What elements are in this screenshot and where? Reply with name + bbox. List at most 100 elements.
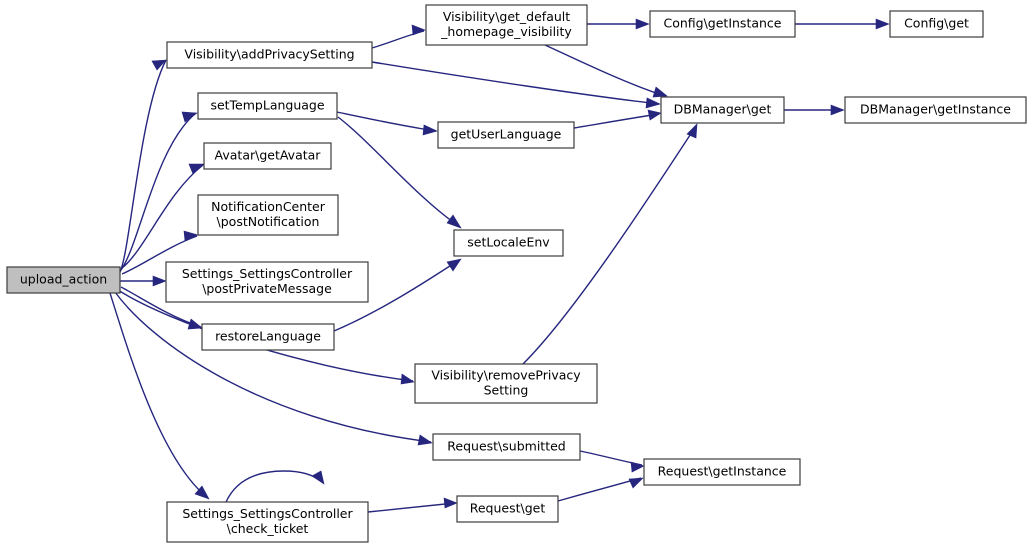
node-getuserlanguage[interactable]: getUserLanguage xyxy=(437,121,575,149)
node-setlocaleenv[interactable]: setLocaleEnv xyxy=(453,229,564,257)
edge-visibility_get_default_homepage_visibility-to-dbmanager_get xyxy=(544,44,668,98)
node-request_get[interactable]: Request\get xyxy=(456,495,559,523)
node-box[interactable] xyxy=(6,266,121,294)
node-label: Settings_SettingsController xyxy=(182,506,353,521)
node-request_submitted[interactable]: Request\submitted xyxy=(432,433,581,461)
node-box[interactable] xyxy=(889,10,984,38)
node-settings_postprivatemessage[interactable]: Settings_SettingsController\postPrivateM… xyxy=(165,261,369,303)
node-label: Config\get xyxy=(904,16,969,31)
edge-line xyxy=(337,116,461,228)
node-label: Visibility\addPrivacySetting xyxy=(184,47,354,62)
node-box[interactable] xyxy=(203,142,332,170)
edge-line xyxy=(371,61,660,105)
arrowhead-icon xyxy=(422,124,438,136)
node-box[interactable] xyxy=(166,41,373,69)
edge-line xyxy=(225,470,323,503)
edge-visibility_addprivacysetting-to-visibility_get_default_homepage_visibility xyxy=(371,24,426,49)
node-dbmanager_get[interactable]: DBManager\get xyxy=(660,96,785,124)
arrowhead-icon xyxy=(652,86,668,98)
node-label: \postNotification xyxy=(217,214,320,229)
node-label: getUserLanguage xyxy=(451,127,562,142)
edge-line xyxy=(119,59,167,273)
node-box[interactable] xyxy=(437,121,575,149)
node-config_get[interactable]: Config\get xyxy=(889,10,984,38)
node-visibility_get_default_homepage_visibility[interactable]: Visibility\get_default_homepage_visibili… xyxy=(425,4,588,46)
edge-line xyxy=(522,125,697,365)
edge-visibility_removeprivacysetting-to-dbmanager_get xyxy=(522,123,698,365)
node-label: setLocaleEnv xyxy=(467,235,550,250)
edge-dbmanager_get-to-dbmanager_getinstance xyxy=(784,104,845,116)
node-box[interactable] xyxy=(844,96,1027,124)
arrowhead-icon xyxy=(628,477,644,489)
arrowhead-icon xyxy=(417,434,433,446)
edge-visibility_addprivacysetting-to-dbmanager_get xyxy=(371,61,661,109)
edge-restorelanguage-to-setlocaleenv xyxy=(333,258,462,332)
edge-settemplanguage-to-setlocaleenv xyxy=(337,116,462,229)
edge-upload_action-to-settings_postprivatemessage xyxy=(120,275,167,287)
node-box[interactable] xyxy=(166,501,369,543)
edge-upload_action-to-notificationcenter_postnotification xyxy=(121,230,199,275)
arrowhead-icon xyxy=(152,275,167,287)
arrowhead-icon xyxy=(400,373,415,385)
edge-line xyxy=(333,259,460,332)
arrowhead-icon xyxy=(311,470,325,485)
arrowhead-icon xyxy=(183,230,199,242)
node-settings_check_ticket[interactable]: Settings_SettingsController\check_ticket xyxy=(166,501,369,543)
node-label: _homepage_visibility xyxy=(440,24,572,39)
node-restorelanguage[interactable]: restoreLanguage xyxy=(201,323,335,351)
node-box[interactable] xyxy=(197,92,338,120)
edge-settings_check_ticket-to-settings_check_ticket xyxy=(225,470,325,503)
node-label: Visibility\removePrivacy xyxy=(431,368,581,383)
edge-line xyxy=(367,502,456,513)
edge-line xyxy=(120,112,197,271)
edge-line xyxy=(573,113,660,129)
node-box[interactable] xyxy=(643,458,801,486)
node-avatar_getavatar[interactable]: Avatar\getAvatar xyxy=(203,142,332,170)
node-box[interactable] xyxy=(201,323,335,351)
node-box[interactable] xyxy=(456,495,559,523)
node-label: Config\getInstance xyxy=(663,16,781,31)
node-label: \check_ticket xyxy=(227,521,309,536)
arrowhead-icon xyxy=(830,104,845,116)
node-config_getinstance[interactable]: Config\getInstance xyxy=(649,10,796,38)
node-label: DBManager\getInstance xyxy=(860,102,1011,117)
node-label: restoreLanguage xyxy=(215,329,321,344)
arrowhead-icon xyxy=(446,258,462,272)
arrowhead-icon xyxy=(647,109,662,121)
edge-line xyxy=(114,291,432,443)
node-notificationcenter_postnotification[interactable]: NotificationCenter\postNotification xyxy=(197,194,339,236)
node-upload_action[interactable]: upload_action xyxy=(6,266,121,294)
edge-getuserlanguage-to-dbmanager_get xyxy=(573,109,662,129)
arrowhead-icon xyxy=(151,59,167,71)
edge-settemplanguage-to-getuserlanguage xyxy=(336,111,438,136)
node-box[interactable] xyxy=(453,229,564,257)
node-box[interactable] xyxy=(660,96,785,124)
arrowhead-icon xyxy=(686,123,698,139)
edge-settings_check_ticket-to-request_get xyxy=(367,497,458,513)
node-label: Avatar\getAvatar xyxy=(215,148,322,163)
edge-upload_action-to-request_submitted xyxy=(114,291,433,446)
node-request_getinstance[interactable]: Request\getInstance xyxy=(643,458,801,486)
node-box[interactable] xyxy=(197,194,339,236)
node-label: setTempLanguage xyxy=(210,98,324,113)
node-visibility_addprivacysetting[interactable]: Visibility\addPrivacySetting xyxy=(166,41,373,69)
edge-upload_action-to-settings_check_ticket xyxy=(109,292,210,500)
node-box[interactable] xyxy=(165,261,369,303)
node-label: NotificationCenter xyxy=(211,199,326,214)
edge-upload_action-to-visibility_addprivacysetting xyxy=(119,59,167,273)
node-box[interactable] xyxy=(432,433,581,461)
arrowhead-icon xyxy=(635,18,650,30)
node-label: upload_action xyxy=(20,272,107,287)
node-box[interactable] xyxy=(649,10,796,38)
edge-request_get-to-request_getinstance xyxy=(557,477,644,502)
node-box[interactable] xyxy=(414,363,598,404)
node-label: Visibility\get_default xyxy=(443,9,570,24)
node-dbmanager_getinstance[interactable]: DBManager\getInstance xyxy=(844,96,1027,124)
node-label: Settings_SettingsController xyxy=(182,266,353,281)
edge-line xyxy=(544,44,666,97)
node-box[interactable] xyxy=(425,4,588,46)
node-settemplanguage[interactable]: setTempLanguage xyxy=(197,92,338,120)
edge-visibility_get_default_homepage_visibility-to-config_getinstance xyxy=(587,18,650,30)
